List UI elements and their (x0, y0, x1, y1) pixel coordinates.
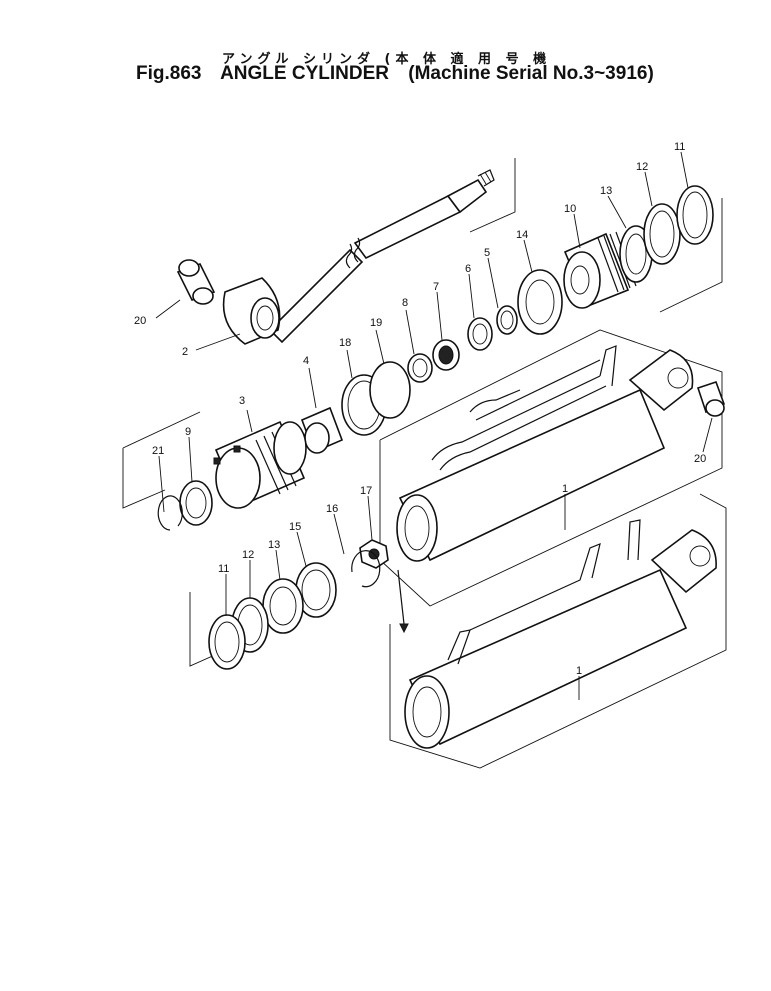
title-japanese: アングル シリンダ (本 体 適 用 号 機 (222, 52, 552, 67)
leader-lines (155, 151, 713, 700)
ring-5 (496, 305, 518, 335)
part-name: ANGLE CYLINDER (220, 63, 389, 84)
callout-13-bottom: 13 (268, 539, 280, 551)
callout-1-lower: 1 (576, 665, 582, 677)
callout-18: 18 (339, 337, 351, 349)
snap-ring-16 (351, 550, 381, 588)
callout-12-bottom: 12 (242, 549, 254, 561)
callout-15: 15 (289, 521, 301, 533)
cylinder-head (213, 420, 307, 509)
callout-20-left: 20 (134, 315, 146, 327)
callout-21: 21 (152, 445, 164, 457)
serial-range: (Machine Serial No.3~3916) (408, 63, 654, 84)
ring-11 (208, 614, 246, 670)
snap-ring-21 (157, 495, 183, 531)
ring-8 (407, 353, 433, 383)
piston-group-frame (659, 198, 723, 313)
wear-ring (517, 269, 563, 335)
callout-7: 7 (433, 281, 439, 293)
callout-17: 17 (360, 485, 372, 497)
ring-9 (179, 480, 213, 526)
bushing-4 (300, 406, 344, 454)
callout-8: 8 (402, 297, 408, 309)
callout-5: 5 (484, 247, 490, 259)
callout-13-top: 13 (600, 185, 612, 197)
callout-11-top: 11 (674, 141, 685, 153)
ring-19 (369, 361, 411, 419)
callout-20-right: 20 (694, 453, 706, 465)
figure-title: Fig.863 ANGLE CYLINDER (Machine Serial N… (136, 63, 668, 85)
piston-ring-set-right (619, 185, 714, 283)
callout-16: 16 (326, 503, 338, 515)
figure-number: Fig.863 (136, 63, 202, 84)
callout-14: 14 (516, 229, 528, 241)
cylinder-tube-lower (404, 519, 717, 749)
nut-7 (432, 339, 460, 371)
callout-19: 19 (370, 317, 382, 329)
ring-6 (467, 317, 493, 351)
callout-10: 10 (564, 203, 576, 215)
head-group-frame (122, 411, 201, 509)
callout-9: 9 (185, 426, 191, 438)
piston-rod (222, 169, 495, 345)
callout-12-top: 12 (636, 161, 648, 173)
bushing-right (696, 380, 726, 417)
rod-group-frame (469, 158, 516, 233)
dust-seal-13 (262, 578, 304, 634)
callout-1-upper: 1 (562, 483, 568, 495)
callout-4: 4 (303, 355, 309, 367)
callout-2: 2 (182, 346, 188, 358)
callout-3: 3 (239, 395, 245, 407)
cylinder-alt-frame (389, 493, 727, 769)
cylinder-tube-upper (396, 345, 694, 562)
callout-6: 6 (465, 263, 471, 275)
bushing-left (176, 259, 216, 305)
callout-11-bottom: 11 (218, 563, 229, 575)
